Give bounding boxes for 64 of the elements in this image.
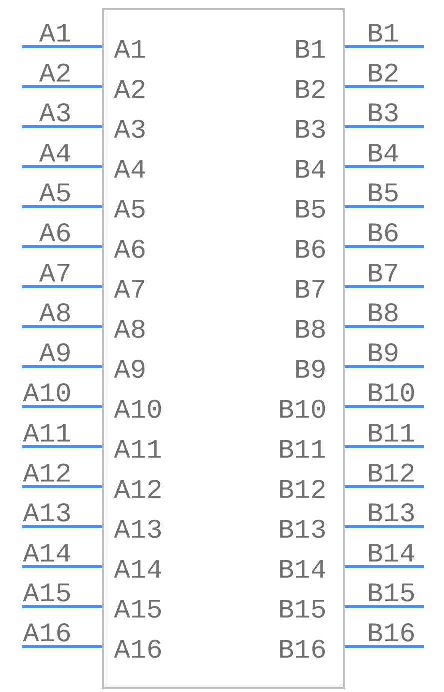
pin-number: B8 bbox=[369, 303, 398, 322]
pin-number: B6 bbox=[369, 223, 398, 242]
pin-name: A6 bbox=[114, 240, 145, 258]
pin-number: A9 bbox=[39, 343, 70, 362]
pin-name: A1 bbox=[114, 40, 146, 58]
pin-number: B13 bbox=[369, 503, 414, 522]
pin-name: A15 bbox=[114, 600, 162, 618]
pin-name: A7 bbox=[114, 280, 144, 298]
pin-number: B11 bbox=[369, 424, 414, 442]
pin-name: A14 bbox=[114, 560, 162, 578]
pin-name: B8 bbox=[296, 320, 326, 338]
pin-number: B10 bbox=[369, 383, 414, 402]
pin-name: B13 bbox=[280, 520, 326, 538]
pin-number: B12 bbox=[369, 464, 414, 482]
pin-name: A9 bbox=[114, 360, 145, 378]
pin-name: B6 bbox=[296, 240, 326, 258]
pin-name: B12 bbox=[280, 480, 325, 498]
pin-number: A14 bbox=[23, 544, 70, 562]
pin-name: A5 bbox=[114, 200, 145, 218]
pin-name: A2 bbox=[114, 80, 145, 98]
pin-number: A11 bbox=[23, 424, 70, 442]
pin-name: A12 bbox=[114, 480, 161, 498]
pin-name: A4 bbox=[114, 160, 146, 178]
pin-number: A5 bbox=[39, 184, 70, 202]
pin-number: B3 bbox=[369, 103, 398, 122]
pin-name: B16 bbox=[280, 640, 326, 658]
pin-number: A12 bbox=[23, 464, 70, 482]
pin-number: A4 bbox=[39, 144, 70, 162]
pin-name: B5 bbox=[296, 200, 326, 218]
pin-number: B14 bbox=[369, 544, 414, 562]
pin-number: A6 bbox=[39, 223, 70, 242]
pin-number: A2 bbox=[39, 64, 70, 82]
pin-number: A1 bbox=[39, 24, 70, 42]
pin-number: B16 bbox=[369, 623, 414, 642]
pin-name: A16 bbox=[114, 640, 162, 658]
pin-number: B5 bbox=[369, 184, 398, 202]
pin-name: B11 bbox=[280, 440, 326, 458]
pin-name: B1 bbox=[296, 40, 326, 58]
pin-number: A13 bbox=[23, 503, 70, 522]
pin-number: A15 bbox=[23, 584, 70, 602]
pin-name: B14 bbox=[280, 560, 326, 578]
pin-number: B2 bbox=[369, 64, 398, 82]
pin-number: A8 bbox=[39, 303, 70, 322]
pin-number: B1 bbox=[369, 24, 398, 42]
pin-name: A8 bbox=[114, 320, 145, 338]
pin-number: B15 bbox=[369, 584, 414, 602]
pin-number: A10 bbox=[23, 383, 70, 402]
pin-name: B15 bbox=[280, 600, 326, 618]
pin-number: A16 bbox=[23, 623, 70, 642]
pin-name: B4 bbox=[296, 160, 326, 178]
pin-name: A10 bbox=[114, 400, 162, 418]
pin-name: B3 bbox=[296, 120, 326, 138]
pin-name: A3 bbox=[114, 120, 145, 138]
pin-name: B7 bbox=[296, 280, 325, 298]
pin-number: A7 bbox=[39, 264, 70, 282]
pin-number: B4 bbox=[369, 144, 398, 162]
pin-number: B7 bbox=[369, 264, 398, 282]
pin-name: B2 bbox=[296, 80, 325, 98]
pin-number: B9 bbox=[369, 343, 398, 362]
pin-name: B9 bbox=[296, 360, 325, 378]
pin-number: A3 bbox=[39, 103, 70, 122]
pin-name: B10 bbox=[280, 400, 326, 418]
pin-name: A13 bbox=[114, 520, 162, 538]
pin-name: A11 bbox=[114, 440, 162, 458]
